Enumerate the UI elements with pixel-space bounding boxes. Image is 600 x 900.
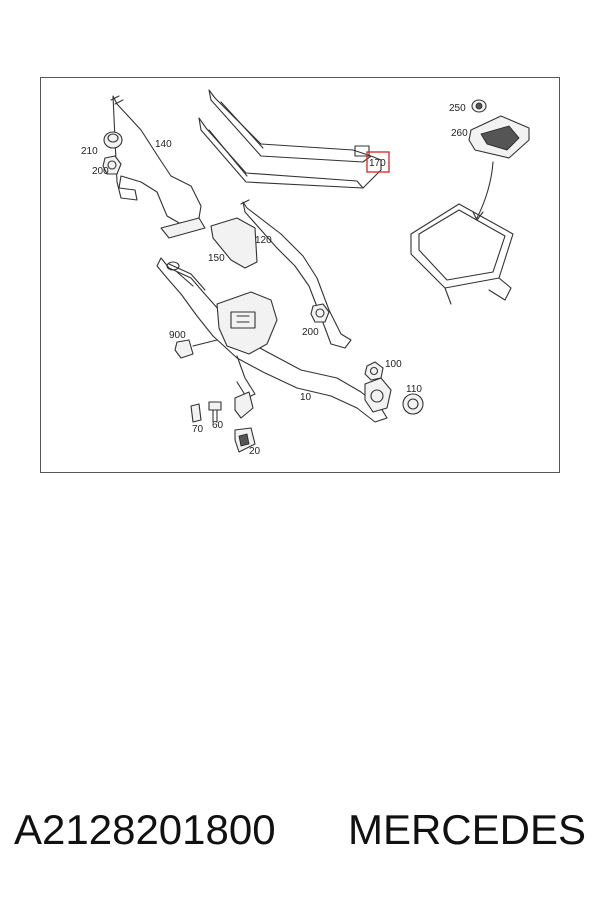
callout-170: 170 [369, 158, 386, 169]
callout-110: 110 [406, 384, 422, 395]
callout-60: 60 [212, 420, 224, 431]
brand-name: MERCEDES [347, 806, 586, 853]
nut-100 [364, 361, 384, 381]
right-wiper-arm [240, 199, 352, 349]
caption-bar: A2128201800 MERCEDES [0, 800, 600, 860]
wiper-blades [198, 89, 382, 189]
nut-200-right [310, 303, 330, 323]
callout-140: 140 [155, 139, 172, 150]
callout-70: 70 [192, 424, 204, 435]
cover-part [210, 217, 258, 269]
callout-210: 210 [81, 146, 98, 157]
callout-900: 900 [169, 330, 186, 341]
callout-150: 150 [208, 253, 225, 264]
callout-20: 20 [249, 446, 261, 457]
grommet-110 [402, 393, 424, 415]
small-parts [190, 391, 256, 453]
callout-10: 10 [300, 392, 312, 403]
rain-sensor-parts [468, 99, 530, 221]
windshield [410, 203, 514, 305]
highlight-box-170 [366, 151, 390, 173]
callout-120: 120 [255, 235, 272, 246]
callout-100: 100 [385, 359, 402, 370]
linkage-and-motor [156, 257, 392, 423]
connector-900 [174, 339, 218, 359]
left-wiper-arm [102, 95, 206, 239]
callout-260: 260 [451, 128, 468, 139]
callout-200-right: 200 [302, 327, 319, 338]
parts-diagram-frame: 250 260 210 140 200 170 120 150 900 200 … [40, 77, 560, 473]
callout-250: 250 [449, 103, 466, 114]
wiper-system-diagram: 250 260 210 140 200 170 120 150 900 200 … [81, 89, 530, 457]
part-number: A2128201800 [14, 806, 276, 853]
callout-200: 200 [92, 166, 109, 177]
